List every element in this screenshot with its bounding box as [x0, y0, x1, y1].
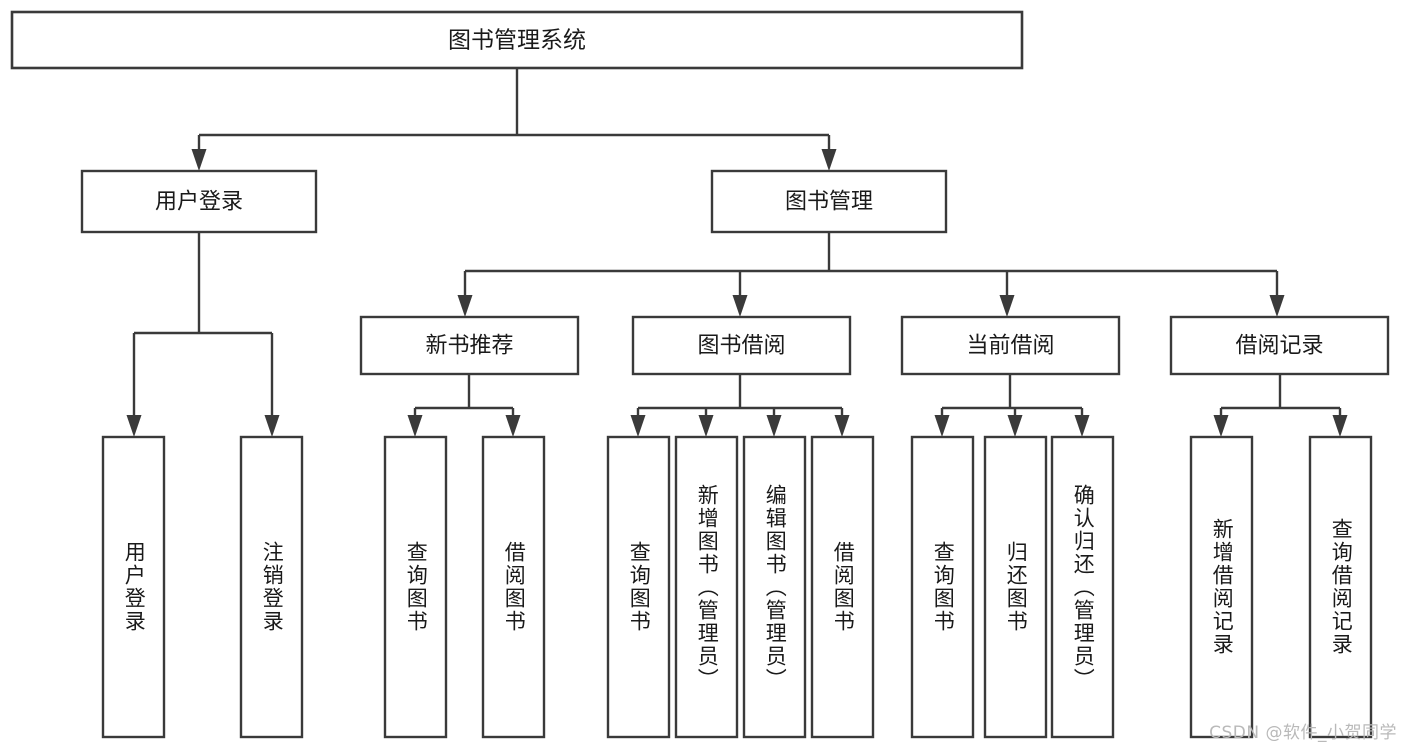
- arrow-head-borrow-record: [1269, 295, 1285, 317]
- node-box-leaf-logout[interactable]: [239, 435, 304, 739]
- node-label-root: 图书管理系统: [448, 28, 586, 54]
- arrow-head-leaf-add-record: [1213, 415, 1229, 437]
- watermark: CSDN @软件_小贺同学: [1209, 723, 1397, 743]
- node-box-leaf-query-book-3[interactable]: [910, 435, 975, 739]
- connector-group-root: [191, 68, 837, 171]
- arrow-head-leaf-logout: [264, 415, 280, 437]
- arrow-head-book-manage: [821, 149, 837, 171]
- node-box-leaf-query-book-2[interactable]: [606, 435, 671, 739]
- node-box-current-borrow[interactable]: [900, 315, 1121, 376]
- arrow-head-current-borrow: [999, 295, 1015, 317]
- connector-group-new-book-rec: [407, 374, 521, 437]
- arrow-head-leaf-edit-book: [766, 415, 782, 437]
- node-box-leaf-edit-book[interactable]: [742, 435, 807, 739]
- node-box-leaf-borrow-book-1[interactable]: [481, 435, 546, 739]
- arrow-head-leaf-user-login: [126, 415, 142, 437]
- node-boxes-layer: [10, 10, 1390, 739]
- arrow-head-book-borrow: [732, 295, 748, 317]
- arrow-head-leaf-confirm-return: [1074, 415, 1090, 437]
- arrow-head-leaf-add-book: [698, 415, 714, 437]
- connectors-layer: [126, 68, 1348, 437]
- node-box-new-book-rec[interactable]: [359, 315, 580, 376]
- node-box-leaf-return-book[interactable]: [983, 435, 1048, 739]
- node-label-book-manage: 图书管理: [785, 190, 873, 215]
- node-box-leaf-user-login[interactable]: [101, 435, 166, 739]
- node-box-leaf-confirm-return[interactable]: [1050, 435, 1115, 739]
- node-box-book-borrow[interactable]: [631, 315, 852, 376]
- arrow-head-leaf-query-record: [1332, 415, 1348, 437]
- node-box-leaf-add-record[interactable]: [1189, 435, 1254, 739]
- node-label-current-borrow: 当前借阅: [966, 334, 1054, 359]
- node-box-leaf-borrow-book-2[interactable]: [810, 435, 875, 739]
- node-box-root[interactable]: [10, 10, 1024, 70]
- node-box-leaf-add-book[interactable]: [674, 435, 739, 739]
- arrow-head-user-login: [191, 149, 207, 171]
- node-box-borrow-record[interactable]: [1169, 315, 1390, 376]
- node-box-book-manage[interactable]: [710, 169, 948, 234]
- connector-group-book-manage: [457, 232, 1285, 317]
- node-box-leaf-query-record[interactable]: [1308, 435, 1373, 739]
- node-label-borrow-record: 借阅记录: [1235, 334, 1323, 359]
- connector-group-borrow-record: [1213, 374, 1348, 437]
- node-label-new-book-rec: 新书推荐: [425, 334, 513, 359]
- arrow-head-leaf-borrow-book-2: [834, 415, 850, 437]
- arrow-head-leaf-borrow-book-1: [505, 415, 521, 437]
- node-box-leaf-query-book-1[interactable]: [383, 435, 448, 739]
- connector-group-user-login: [126, 232, 280, 437]
- arrow-head-leaf-query-book-2: [630, 415, 646, 437]
- node-label-book-borrow: 图书借阅: [697, 334, 785, 359]
- arrow-head-leaf-query-book-3: [934, 415, 950, 437]
- connector-group-book-borrow: [630, 374, 850, 437]
- node-label-user-login: 用户登录: [155, 190, 243, 215]
- arrow-head-new-book-rec: [457, 295, 473, 317]
- arrow-head-leaf-query-book-1: [407, 415, 423, 437]
- node-box-user-login[interactable]: [80, 169, 318, 234]
- connector-group-current-borrow: [934, 374, 1090, 437]
- arrow-head-leaf-return-book: [1007, 415, 1023, 437]
